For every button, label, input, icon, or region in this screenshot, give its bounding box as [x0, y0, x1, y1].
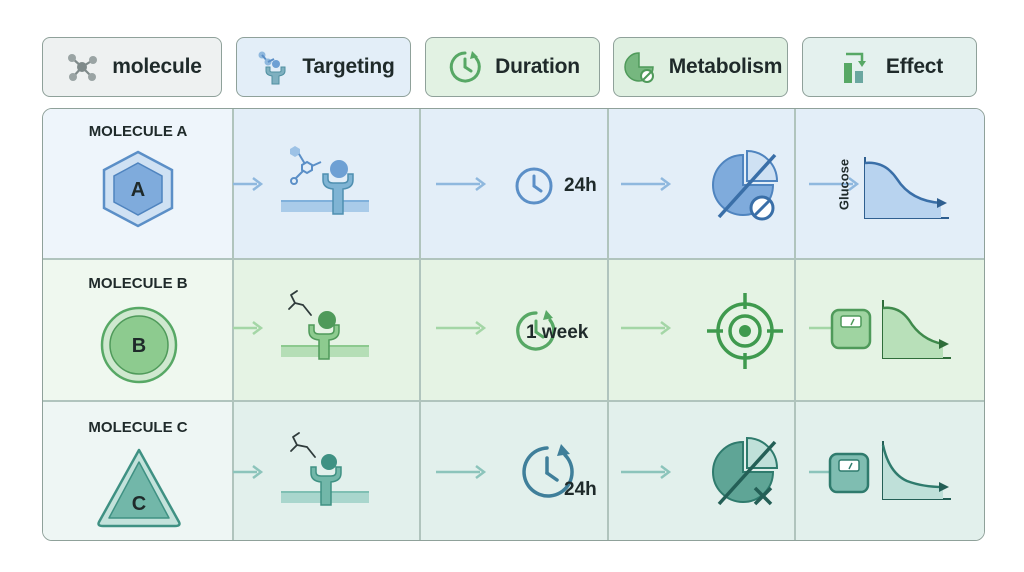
scale-icon	[829, 306, 873, 352]
clock-icon	[513, 165, 555, 207]
arrow-icon	[231, 320, 265, 336]
header-metabolism: Metabolism	[613, 37, 788, 97]
molecule-b-label: MOLECULE B	[88, 275, 188, 292]
receptor-icon	[252, 47, 292, 87]
header-duration: Duration	[425, 37, 600, 97]
molecule-b-letter: B	[132, 335, 146, 357]
clock-refresh-icon	[512, 307, 560, 355]
receptor-icon	[281, 142, 371, 222]
metabolism-blocked-icon	[707, 147, 787, 227]
molecule-c-label: MOLECULE C	[88, 419, 188, 436]
duration-b-text: 1 week	[526, 322, 589, 343]
header-molecule: molecule	[42, 37, 222, 97]
arrow-icon	[619, 320, 673, 336]
header-label-molecule: molecule	[112, 55, 202, 78]
scale-icon	[827, 450, 871, 496]
header-label-duration: Duration	[495, 55, 580, 78]
weight-decline-curve-icon	[879, 296, 955, 362]
arrow-icon	[434, 320, 488, 336]
hexagon-a-icon: A	[100, 149, 176, 229]
triangle-c-icon: C	[95, 446, 183, 530]
header-label-effect: Effect	[885, 55, 944, 78]
duration-a-text: 24h	[564, 175, 597, 196]
grid-divider	[419, 109, 421, 540]
header-effect: Effect	[802, 37, 977, 97]
duration-c-text: 24h	[564, 479, 597, 500]
arrow-icon	[231, 464, 265, 480]
bar-chart-icon	[836, 47, 876, 87]
header-targeting: Targeting	[236, 37, 411, 97]
grid-divider	[43, 258, 984, 260]
weight-decline-curve-icon	[879, 437, 955, 503]
target-icon	[705, 291, 785, 371]
molecule-c-letter: C	[132, 493, 146, 515]
grid-divider	[43, 400, 984, 402]
header-label-metabolism: Metabolism	[668, 55, 783, 78]
receptor-icon	[281, 287, 371, 367]
header-label-targeting: Targeting	[302, 55, 395, 78]
circle-b-icon: B	[99, 305, 179, 385]
clock-icon	[445, 47, 485, 87]
comparison-grid: MOLECULE A A 24	[42, 108, 985, 541]
arrow-icon	[619, 176, 673, 192]
receptor-icon	[281, 429, 371, 513]
arrow-icon	[619, 464, 673, 480]
arrow-icon	[231, 176, 265, 192]
arrow-icon	[807, 176, 861, 192]
grid-divider	[232, 109, 234, 540]
arrow-icon	[434, 464, 488, 480]
metabolism-crossed-icon	[707, 432, 787, 512]
glucose-axis-label: Glucose	[836, 158, 852, 211]
clock-refresh-icon	[517, 442, 579, 504]
grid-divider	[794, 109, 796, 540]
molecule-a-label: MOLECULE A	[88, 123, 188, 140]
metabolism-pie-icon	[619, 47, 659, 87]
arrow-icon	[434, 176, 488, 192]
grid-divider	[607, 109, 609, 540]
glucose-decline-curve-icon	[861, 153, 953, 223]
molecule-a-letter: A	[131, 179, 145, 201]
molecule-icon	[62, 47, 102, 87]
